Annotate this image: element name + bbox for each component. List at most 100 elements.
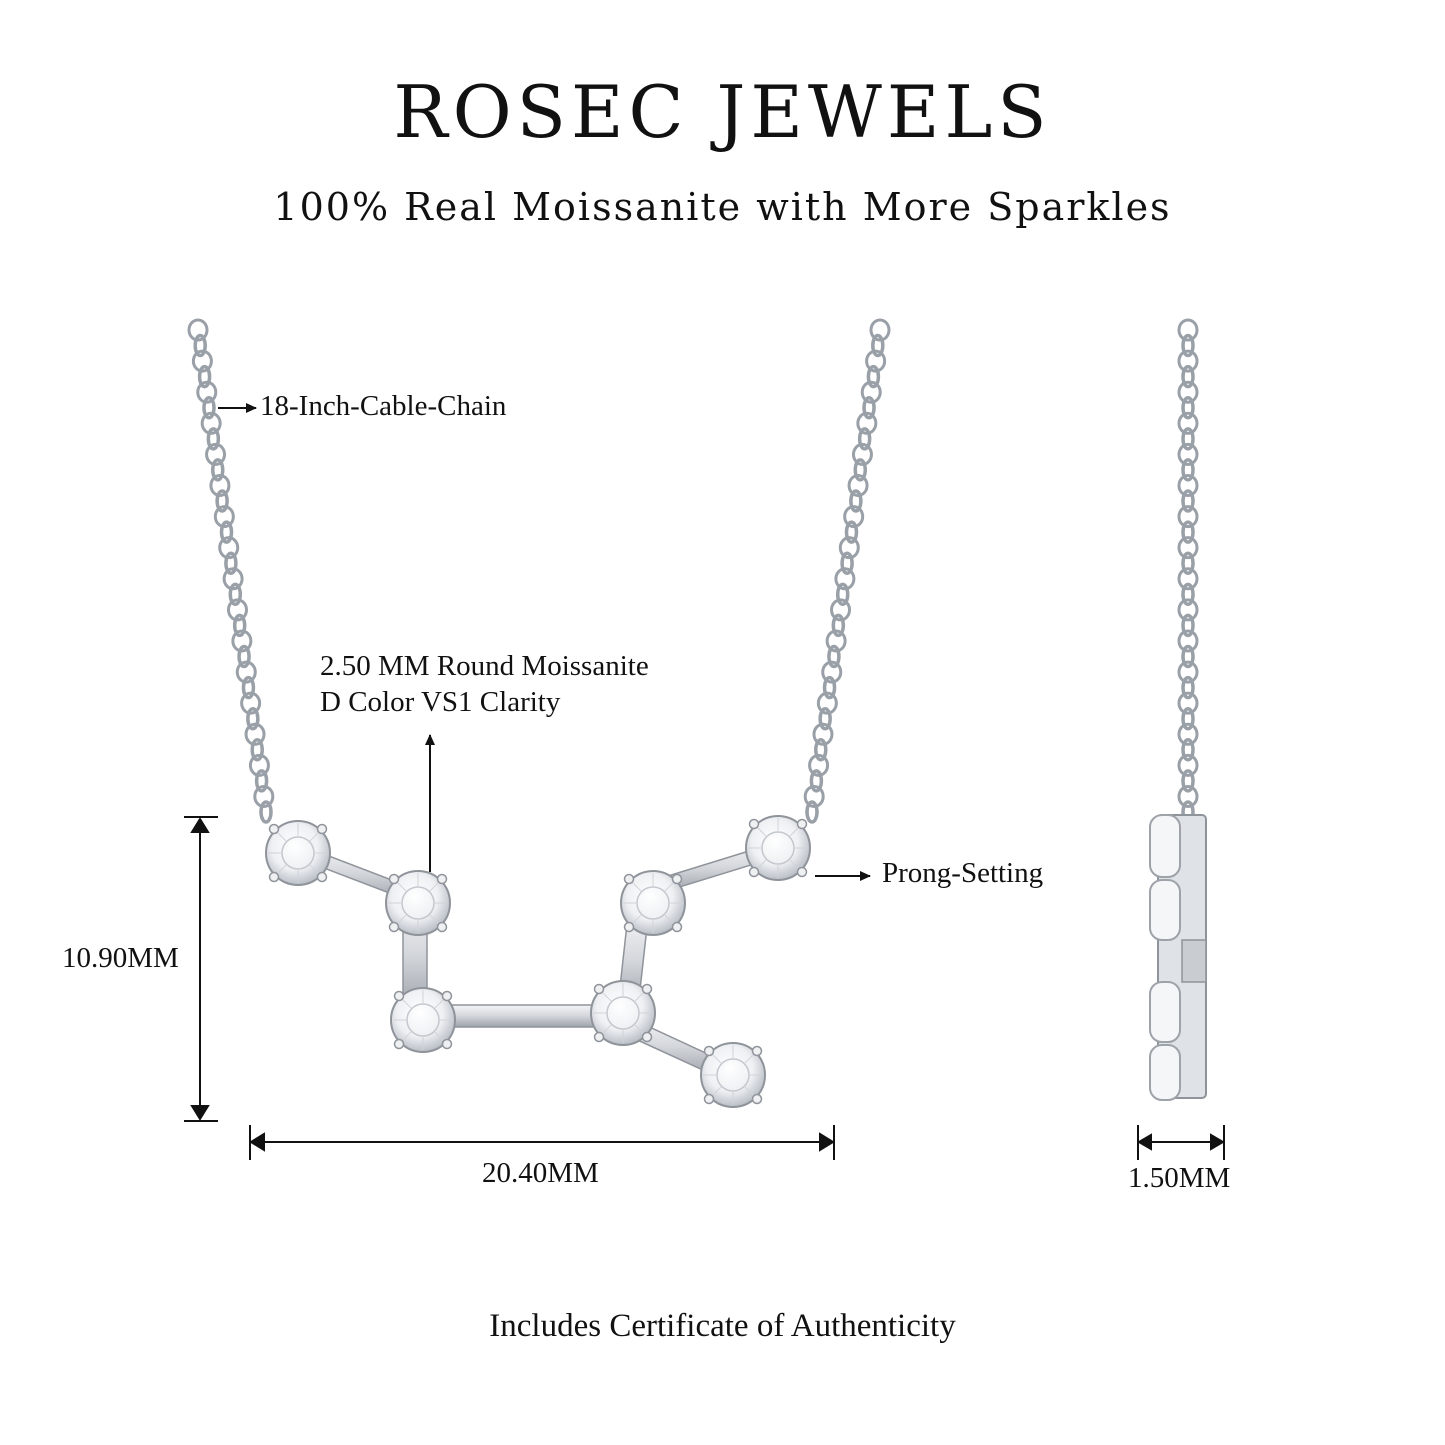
chain-link bbox=[232, 613, 247, 638]
chain-link bbox=[1177, 380, 1199, 404]
chain-link bbox=[1177, 349, 1199, 373]
chain-link bbox=[200, 411, 222, 435]
chain-link bbox=[191, 349, 213, 373]
chain-link bbox=[215, 489, 229, 513]
chain-link bbox=[206, 427, 221, 451]
chain-link bbox=[805, 800, 819, 824]
chain-link bbox=[853, 458, 868, 482]
cable-chain-right bbox=[803, 318, 891, 824]
chain-link bbox=[248, 753, 270, 777]
chain-link bbox=[835, 582, 850, 607]
chain-link bbox=[1177, 784, 1199, 808]
stone-spec-line-1: 2.50 MM Round Moissanite bbox=[320, 650, 649, 682]
chain-link bbox=[862, 395, 876, 420]
chain-link bbox=[1181, 551, 1195, 575]
chain-link bbox=[1177, 442, 1199, 466]
chain-link bbox=[849, 489, 863, 513]
chain-link bbox=[240, 691, 262, 715]
chain-link bbox=[1177, 318, 1199, 342]
chain-link bbox=[1177, 411, 1199, 435]
chain-link bbox=[205, 442, 227, 466]
chain-link bbox=[241, 675, 256, 700]
certificate-note: Includes Certificate of Authenticity bbox=[489, 1308, 956, 1344]
chain-link bbox=[808, 753, 830, 777]
moissanite-stone bbox=[620, 870, 686, 936]
chain-link bbox=[843, 505, 865, 529]
chain-link bbox=[222, 567, 244, 591]
width-measure-label: 20.40MM bbox=[482, 1157, 599, 1189]
chain-link bbox=[821, 660, 843, 684]
chain-link bbox=[1181, 769, 1195, 793]
width-dimension-line bbox=[249, 1125, 835, 1160]
moissanite-stone bbox=[385, 870, 451, 936]
chain-link bbox=[865, 349, 887, 373]
chain-link bbox=[840, 551, 854, 575]
chain-link bbox=[187, 318, 209, 342]
chain-link bbox=[259, 800, 273, 824]
constellation-bars bbox=[294, 842, 781, 1077]
chain-link bbox=[866, 364, 881, 389]
chain-link bbox=[844, 520, 859, 544]
pendant-side-view bbox=[1149, 814, 1207, 1101]
chain-link bbox=[250, 738, 264, 762]
moissanite-stone bbox=[590, 980, 656, 1046]
chain-link bbox=[830, 598, 852, 622]
chain-link bbox=[254, 769, 269, 793]
chain-link bbox=[209, 473, 231, 497]
chain-link bbox=[809, 769, 824, 793]
chain-link bbox=[244, 722, 266, 746]
chain-link bbox=[219, 520, 234, 544]
chain-link bbox=[193, 333, 207, 358]
chain-link bbox=[237, 644, 251, 669]
chain-link bbox=[857, 427, 872, 451]
height-measure-label: 10.90MM bbox=[62, 942, 179, 974]
chain-link bbox=[834, 567, 856, 591]
chain-link bbox=[1181, 675, 1195, 700]
moissanite-stone bbox=[745, 815, 811, 881]
chain-link bbox=[869, 318, 891, 342]
chain-link bbox=[1181, 427, 1195, 451]
chain-link bbox=[228, 582, 243, 607]
chain-link bbox=[1177, 536, 1199, 560]
chain-link bbox=[1177, 473, 1199, 497]
chain-link bbox=[1181, 489, 1195, 513]
chain-link bbox=[1177, 629, 1199, 653]
chain-link bbox=[1177, 505, 1199, 529]
chain-link bbox=[1181, 364, 1195, 389]
chain-link bbox=[1181, 613, 1195, 638]
cable-chain-side-view bbox=[1177, 318, 1199, 824]
chain-link bbox=[1177, 691, 1199, 715]
moissanite-stones bbox=[265, 815, 811, 1108]
chain-link bbox=[1181, 458, 1195, 482]
moissanite-stone bbox=[265, 820, 331, 886]
cable-chain-left bbox=[187, 318, 275, 824]
chain-link bbox=[827, 644, 841, 669]
stone-spec-line-2: D Color VS1 Clarity bbox=[320, 686, 561, 718]
chain-link bbox=[1181, 520, 1195, 544]
chain-link bbox=[812, 722, 834, 746]
chain-link bbox=[1181, 706, 1195, 731]
thickness-measure-label: 1.50MM bbox=[1128, 1162, 1231, 1194]
prong-setting-label: Prong-Setting bbox=[882, 857, 1044, 889]
chain-link bbox=[1177, 722, 1199, 746]
tagline: 100% Real Moissanite with More Sparkles bbox=[273, 185, 1172, 229]
chain-link bbox=[253, 784, 275, 808]
chain-link bbox=[1181, 738, 1195, 762]
chain-link bbox=[847, 473, 869, 497]
chain-link bbox=[1177, 567, 1199, 591]
chain-link bbox=[218, 536, 240, 560]
chain-link bbox=[213, 505, 235, 529]
chain-link bbox=[1181, 582, 1195, 607]
chain-link bbox=[825, 629, 847, 653]
chain-link bbox=[838, 536, 860, 560]
chain-link bbox=[1181, 333, 1195, 358]
moissanite-stone bbox=[700, 1042, 766, 1108]
chain-link bbox=[1181, 395, 1195, 420]
chain-link bbox=[197, 364, 212, 389]
chain-link bbox=[814, 738, 828, 762]
chain-label: 18-Inch-Cable-Chain bbox=[260, 390, 507, 422]
chain-link bbox=[1177, 753, 1199, 777]
chain-link bbox=[1177, 660, 1199, 684]
chain-link bbox=[231, 629, 253, 653]
